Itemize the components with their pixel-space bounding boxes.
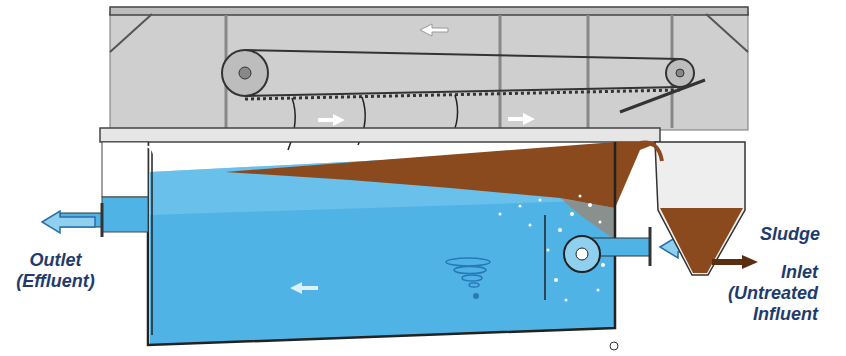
- drain: [610, 342, 618, 350]
- flow-arrow: [140, 147, 154, 154]
- sludge-hopper: [655, 142, 745, 275]
- outlet-water: [102, 197, 148, 232]
- flange: [649, 227, 652, 266]
- flange: [101, 203, 104, 237]
- flow-label: Outlet (Effluent): [8, 250, 103, 292]
- flow-arrow: [290, 282, 318, 294]
- arrows-on-belt: [318, 113, 535, 126]
- tank-ledge: [100, 128, 660, 142]
- hood: [110, 12, 748, 130]
- flow-label: Sludge: [760, 224, 840, 245]
- pump-hub: [576, 248, 588, 260]
- flow-label: Inlet (Untreated Influent: [700, 262, 818, 325]
- outlet-arrow: [42, 211, 95, 233]
- swirl: [446, 258, 490, 287]
- sludge-arrow: [712, 255, 758, 269]
- air-bubbles: [499, 195, 612, 302]
- posts: [226, 15, 672, 128]
- top-beam: [110, 7, 748, 15]
- inlet-baffle: [544, 215, 546, 300]
- brace: [706, 14, 748, 52]
- brace: [110, 14, 152, 52]
- drop: [473, 293, 479, 299]
- sludge-layer: [225, 142, 660, 208]
- sludge-flow: [640, 142, 662, 161]
- baffle: [151, 150, 153, 335]
- tank-wall: [148, 142, 615, 345]
- direction-arrow: [420, 24, 448, 36]
- pump: [564, 236, 600, 272]
- floc: [560, 198, 615, 240]
